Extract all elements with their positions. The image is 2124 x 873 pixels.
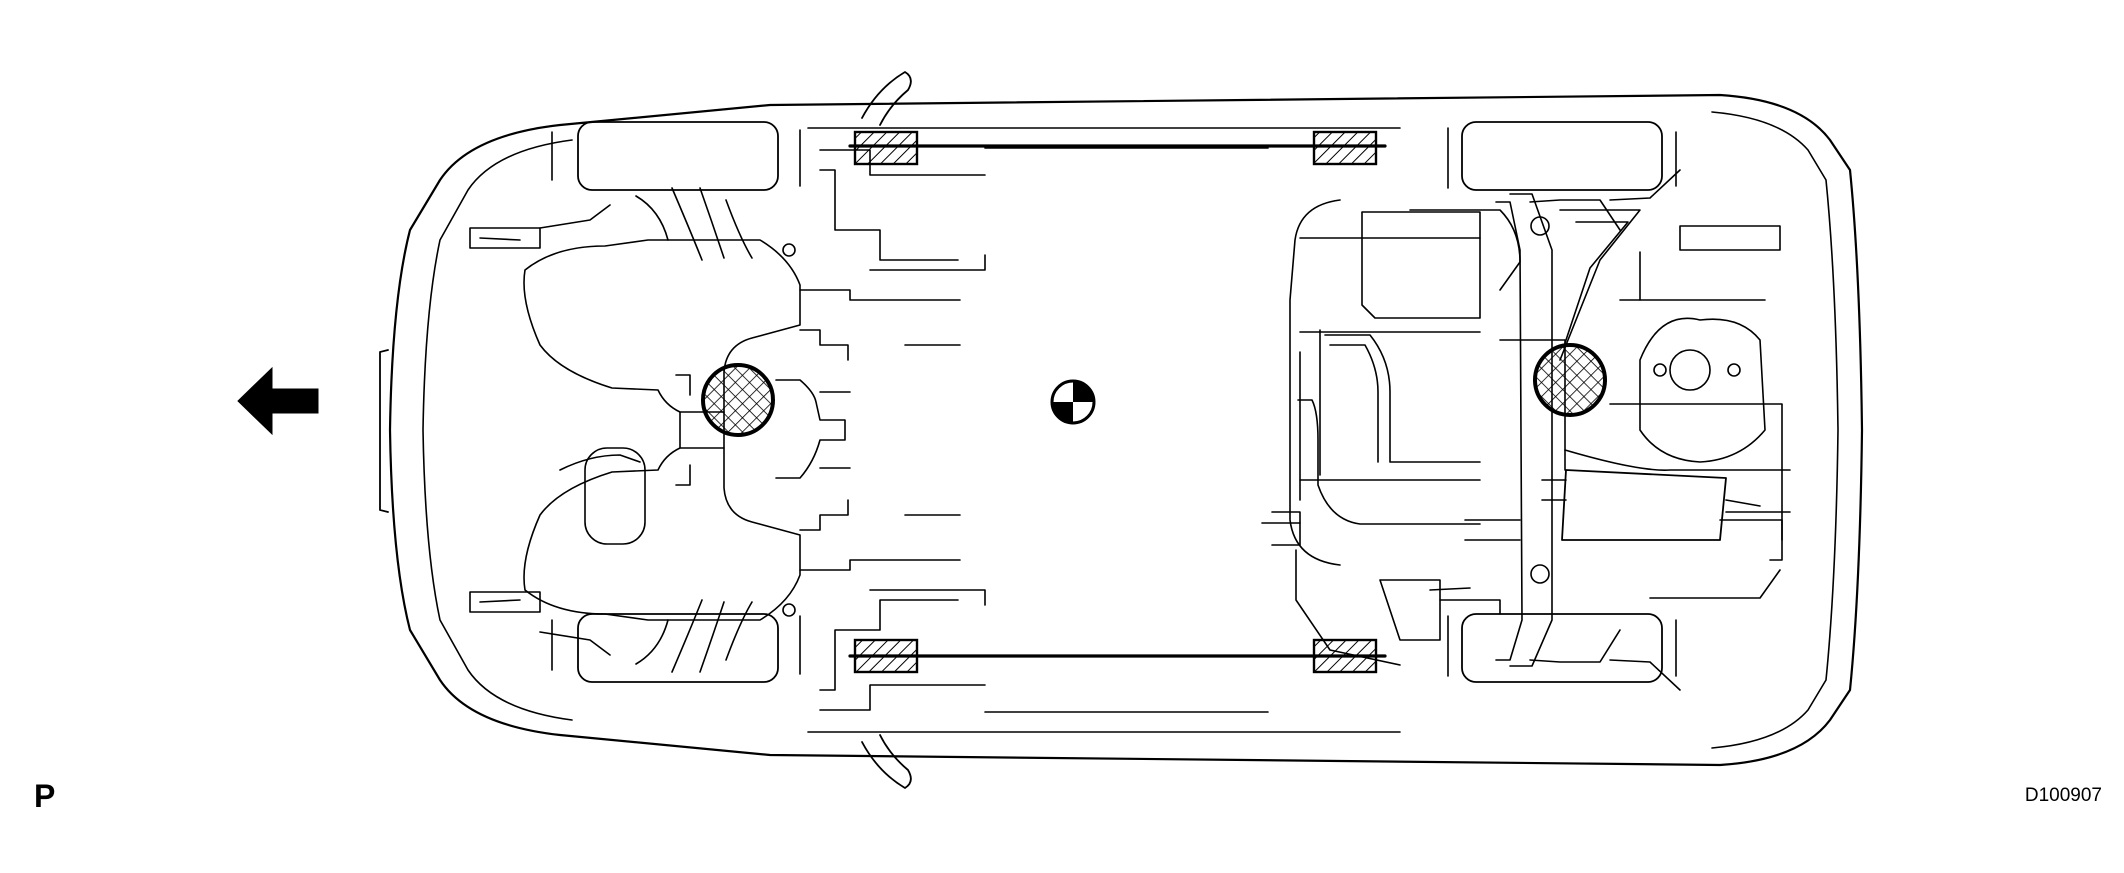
crosshatch-circle-icon — [701, 343, 1607, 437]
front-subframe — [469, 149, 986, 711]
support-point-rear-left — [1312, 130, 1378, 166]
view-label: P — [34, 778, 56, 814]
jack-point-front — [701, 363, 775, 437]
vehicle-body-outline — [379, 71, 1864, 789]
figure-id: D100907 — [2024, 785, 2102, 806]
support-point-front-right — [853, 638, 919, 674]
floor-pan-details — [869, 147, 1269, 713]
rear-axle-assembly — [1261, 169, 1791, 691]
center-of-gravity-icon — [1050, 379, 1096, 425]
hatched-block-icon — [853, 130, 1378, 674]
front-left-wheel — [551, 121, 801, 191]
front-right-wheel — [551, 613, 801, 683]
rear-right-wheel — [1447, 613, 1677, 683]
arrow-left-icon — [237, 366, 319, 436]
support-point-front-left — [853, 130, 919, 166]
rear-left-wheel — [1447, 121, 1677, 191]
support-point-rear-right — [1312, 638, 1378, 674]
jack-point-rear — [1533, 343, 1607, 417]
